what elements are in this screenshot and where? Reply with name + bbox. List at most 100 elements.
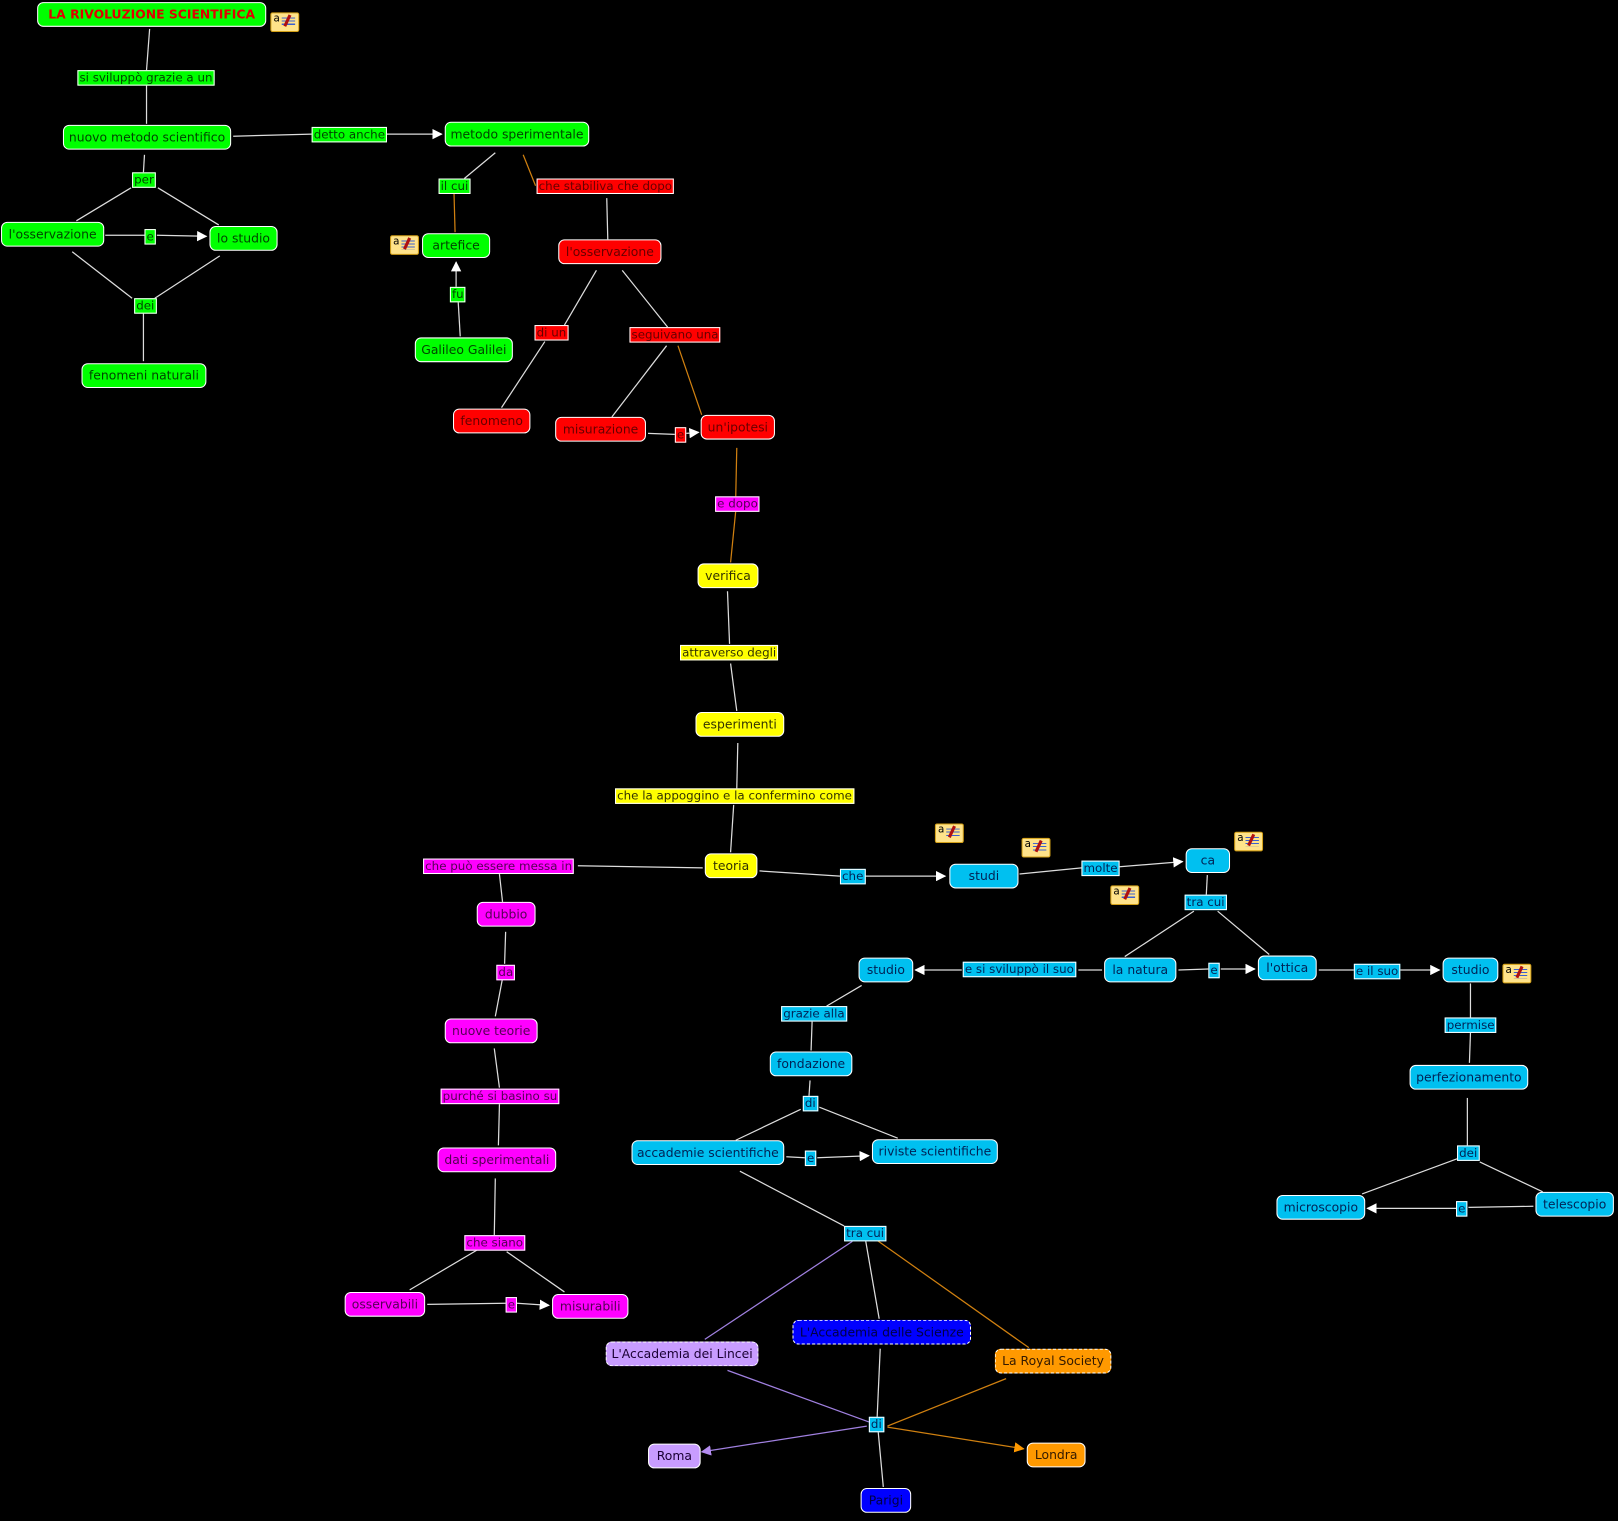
linking-phrase[interactable]: di (802, 1095, 818, 1112)
connection-line (154, 255, 221, 299)
concept-node[interactable]: L'Accademia delle Scienze (792, 1319, 972, 1345)
concept-node[interactable]: studio (858, 957, 914, 983)
linking-phrase[interactable]: e si sviluppò il suo (962, 961, 1076, 978)
linking-phrase[interactable]: che stabiliva che dopo (536, 178, 675, 194)
concept-node[interactable]: nuove teorie (444, 1018, 538, 1044)
note-letter: a (1024, 838, 1032, 851)
concept-node[interactable]: misurabili (552, 1294, 629, 1319)
annotation-note-icon[interactable]: a (1502, 963, 1532, 984)
linking-phrase[interactable]: e (144, 229, 156, 245)
connection-line (621, 269, 669, 328)
arrow-connection (686, 427, 700, 439)
linking-phrase[interactable]: purché si basino su (440, 1088, 560, 1105)
concept-node[interactable]: dati sperimentali (437, 1147, 557, 1173)
connection-line (498, 873, 504, 902)
concept-node[interactable]: ca (1185, 848, 1231, 873)
linking-phrase[interactable]: dei (1457, 1145, 1480, 1161)
arrow-connection (700, 1425, 867, 1456)
linking-phrase[interactable]: fu (449, 286, 466, 303)
connection-line (606, 198, 609, 240)
connection-line (729, 663, 738, 712)
concept-node[interactable]: dubbio (476, 901, 536, 927)
linking-phrase[interactable]: che la appoggino e la confermino come (615, 788, 855, 804)
concept-node[interactable]: artefice (422, 233, 491, 258)
concept-node[interactable]: studio (1442, 957, 1499, 983)
linking-phrase[interactable]: si sviluppò grazie a un (77, 70, 215, 86)
concept-node[interactable]: Parigi (860, 1487, 912, 1513)
concept-node[interactable]: fenomeno (453, 408, 531, 434)
concept-node[interactable]: lo studio (209, 225, 278, 251)
connection-line (503, 931, 507, 964)
linking-phrase[interactable]: permise (1444, 1017, 1497, 1033)
note-lines-icon (1245, 836, 1259, 847)
concept-node[interactable]: un'ipotesi (700, 414, 775, 440)
concept-node[interactable]: riviste scientifiche (871, 1139, 998, 1164)
linking-phrase[interactable]: e (505, 1297, 518, 1313)
linking-phrase[interactable]: per (132, 172, 156, 188)
note-letter: a (1237, 832, 1244, 845)
note-lines-icon (281, 17, 296, 27)
annotation-note-icon[interactable]: a (1021, 837, 1051, 858)
linking-phrase[interactable]: e (1456, 1201, 1468, 1217)
linking-phrase[interactable]: e dopo (715, 496, 760, 512)
linking-phrase[interactable]: seguivano una (629, 327, 721, 343)
concept-node[interactable]: microscopio (1276, 1194, 1366, 1220)
linking-phrase[interactable]: il cui (438, 178, 471, 194)
linking-phrase[interactable]: molte (1081, 860, 1120, 877)
linking-phrase[interactable]: detto anche (311, 126, 388, 143)
linking-phrase[interactable]: grazie alla (781, 1006, 847, 1022)
concept-node[interactable]: perfezionamento (1409, 1064, 1529, 1090)
concept-node[interactable]: Roma (648, 1443, 701, 1469)
concept-node[interactable]: fondazione (769, 1051, 853, 1077)
linking-phrase[interactable]: che (839, 868, 866, 885)
connection-line (1479, 1161, 1543, 1193)
linking-phrase[interactable]: da (496, 964, 516, 981)
concept-node[interactable]: Londra (1026, 1442, 1086, 1468)
connection-line (493, 1178, 496, 1236)
connection-line (577, 865, 703, 869)
concept-node[interactable]: nuovo metodo scientifico (62, 124, 232, 150)
concept-node[interactable]: telescopio (1535, 1191, 1614, 1217)
arrow-connection (817, 1150, 870, 1162)
linking-phrase[interactable]: e (804, 1150, 817, 1167)
connection-line (611, 345, 668, 418)
linking-phrase[interactable]: e (674, 427, 687, 443)
concept-node[interactable]: Galileo Galilei (414, 337, 513, 363)
connection-line (142, 154, 146, 173)
connection-line (1361, 1158, 1458, 1195)
concept-node[interactable]: la natura (1104, 957, 1177, 983)
linking-phrase[interactable]: tra cui (1184, 894, 1227, 911)
linking-phrase[interactable]: e (1208, 962, 1220, 979)
concept-node[interactable]: l'osservazione (558, 239, 662, 265)
concept-node[interactable]: metodo sperimentale (444, 121, 590, 147)
annotation-note-icon[interactable]: a (390, 235, 419, 255)
linking-phrase[interactable]: che può essere messa in (423, 858, 575, 875)
linking-phrase[interactable]: attraverso degli (680, 644, 779, 661)
map-title-node[interactable]: LA RIVOLUZIONE SCIENTIFICA (37, 2, 267, 27)
linking-phrase[interactable]: di (868, 1416, 884, 1433)
connection-line (729, 510, 737, 563)
linking-phrase[interactable]: di un (534, 325, 569, 341)
concept-node[interactable]: L'Accademia dei Lincei (605, 1341, 759, 1367)
annotation-note-icon[interactable]: a (1234, 831, 1264, 852)
concept-node[interactable]: osservabili (344, 1291, 426, 1317)
connection-line (500, 341, 546, 408)
annotation-note-icon[interactable]: a (934, 823, 964, 844)
linking-phrase[interactable]: e il suo (1353, 963, 1401, 980)
linking-phrase[interactable]: dei (134, 298, 157, 314)
linking-phrase[interactable]: che siano (464, 1235, 526, 1251)
concept-node[interactable]: accademie scientifiche (631, 1140, 785, 1166)
concept-node[interactable]: misurazione (555, 416, 646, 442)
concept-node[interactable]: l'ottica (1257, 955, 1317, 981)
linking-phrase[interactable]: tra cui (844, 1225, 887, 1242)
concept-node[interactable]: esperimenti (695, 712, 785, 737)
concept-node[interactable]: La Royal Society (994, 1348, 1112, 1374)
concept-node[interactable]: studi (949, 863, 1019, 889)
concept-node[interactable]: verifica (697, 563, 759, 589)
annotation-note-icon[interactable]: a (270, 12, 300, 32)
concept-node[interactable]: fenomeni naturali (81, 363, 207, 388)
concept-node[interactable]: l'osservazione (1, 221, 105, 247)
concept-node[interactable]: teoria (704, 853, 758, 879)
annotation-note-icon[interactable]: a (1110, 885, 1140, 905)
